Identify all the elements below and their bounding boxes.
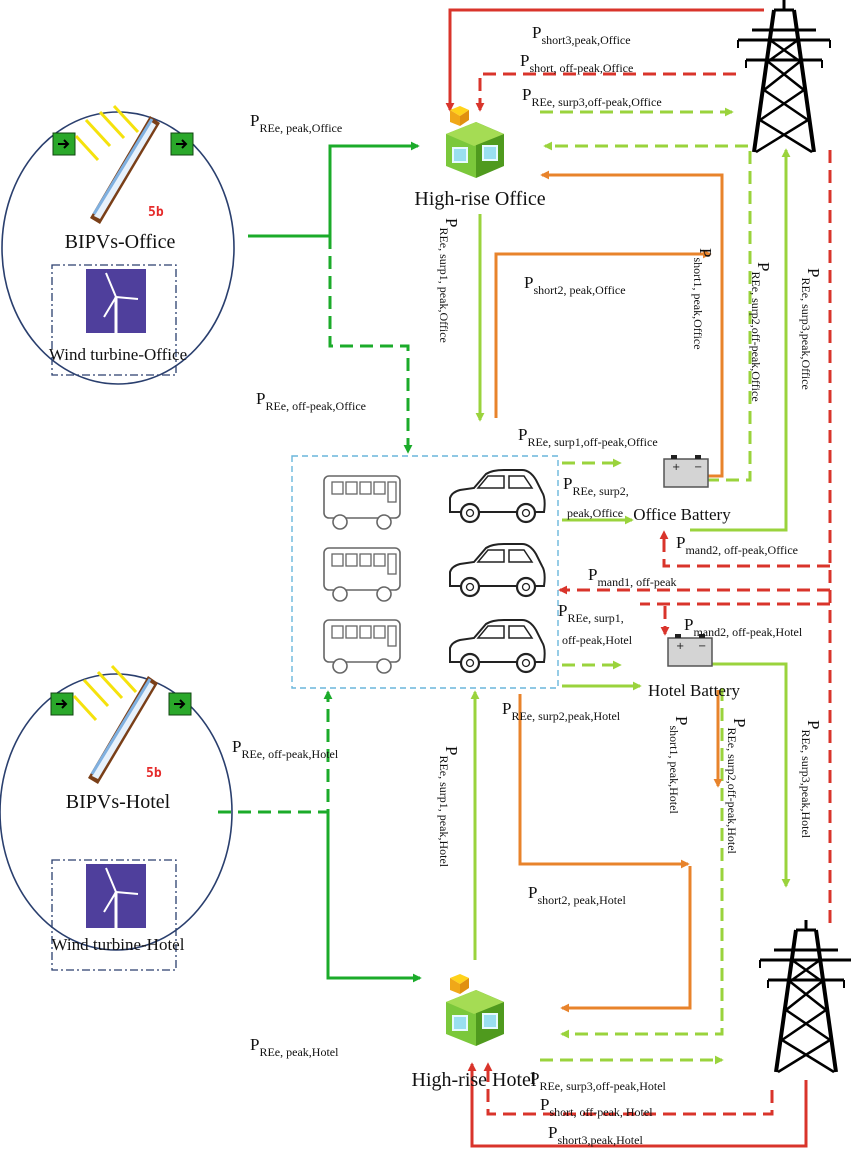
bipv-office-label: BIPVs-Office xyxy=(65,231,176,253)
flow-label-f02: Pshort, off-peak,Office xyxy=(520,51,633,75)
car-icon xyxy=(448,542,546,598)
pv-badge-label: 5b xyxy=(148,205,164,220)
transmission-tower-icon xyxy=(736,0,832,154)
flow-label-f10: PREe, off-peak,Office xyxy=(256,389,366,413)
flow-label-f23: Pshort2, peak,Hotel xyxy=(528,883,626,907)
bus-icon xyxy=(323,619,401,674)
flow-label-f21: PREe, off-peak,Hotel xyxy=(232,737,339,761)
node-icons xyxy=(49,0,851,1074)
pv-badge-label: 5b xyxy=(146,766,162,781)
flow-label-f01: Pshort3,peak,Office xyxy=(532,23,631,47)
hotel-pv-to-ev-edge xyxy=(218,690,333,814)
flow-label-f24: PREe, peak,Hotel xyxy=(250,1035,339,1059)
building-cube-icon xyxy=(445,105,505,179)
flow-label-f05: PREe, surp1, peak,Office xyxy=(437,218,461,343)
grid-short3-peak-hotel-edge xyxy=(467,1062,808,1148)
flow-label-f26: Pshort, off-peak, Hotel xyxy=(540,1095,653,1119)
wind-turbine-icon xyxy=(84,862,148,930)
wind-turbine-icon xyxy=(84,267,148,335)
building-cube-icon xyxy=(445,973,505,1047)
transmission-tower-icon xyxy=(758,918,851,1074)
flow-label-f12-line2: peak,Office xyxy=(567,506,623,520)
hotel-node-label: High-rise Hotel xyxy=(412,1069,537,1091)
flow-label-f15-line2: off-peak,Hotel xyxy=(562,633,633,647)
bus-icon xyxy=(323,547,401,602)
flow-edges xyxy=(0,8,832,1148)
hotel-battery-to-grid-edge xyxy=(694,662,791,888)
bus-icon xyxy=(323,475,401,530)
flow-label-f14: Pmand1, off-peak xyxy=(588,565,677,589)
battery-icon xyxy=(663,454,709,488)
flow-label-f13: Pmand2, off-peak,Office xyxy=(676,533,798,557)
wind-office-label: Wind turbine-Office xyxy=(49,345,187,364)
grid-short-offpeak-hotel-edge xyxy=(483,1062,774,1116)
grid-short-peak-hotel-edge xyxy=(560,866,692,1013)
flow-label-f12: PREe, surp2, xyxy=(563,474,629,498)
grid-short1-office-edge xyxy=(540,170,724,478)
flow-label-f04: PREe, peak,Office xyxy=(250,111,342,135)
office-node-label: High-rise Office xyxy=(414,188,545,210)
grid-short-offpeak-office-edge xyxy=(475,72,736,112)
office-pv-to-ev-edge xyxy=(328,236,413,454)
flow-label-f15: PREe, surp1, xyxy=(558,601,624,625)
hotel-pv-to-hotel-edge xyxy=(326,812,422,983)
office-battery-to-grid-edge xyxy=(690,148,791,532)
ev-fleet-frame xyxy=(291,455,559,689)
flow-label-f06: Pshort2, peak,Office xyxy=(524,273,626,297)
hotel-source-ellipse xyxy=(0,673,233,951)
flow-label-f11: PREe, surp1,off-peak,Office xyxy=(518,425,658,449)
flow-label-f03: PREe, surp3,off-peak,Office xyxy=(522,85,662,109)
flow-label-f08: PREe, surp2,off-peak,Office xyxy=(749,262,773,402)
office-battery-label: Office Battery xyxy=(633,505,731,524)
flow-label-f19: PREe, surp2,off-peak,Hotel xyxy=(725,718,749,855)
solar-panel-icon xyxy=(51,104,195,226)
wind-hotel-label: Wind turbine-Hotel xyxy=(52,935,185,954)
grid-short3-peak-office-edge xyxy=(445,8,764,112)
flow-label-f27: Pshort3,peak,Hotel xyxy=(548,1123,643,1147)
grid-short2-hotel-edge xyxy=(518,694,690,869)
bipv-hotel-label: BIPVs-Hotel xyxy=(66,791,171,813)
wind-hotel-frame xyxy=(51,859,177,971)
grid-mand2-office-edge xyxy=(659,530,830,568)
flow-label-f25: PREe, surp3,off-peak,Hotel xyxy=(530,1069,667,1093)
grid-short2-office-edge xyxy=(494,249,712,418)
hotel-battery-label: Hotel Battery xyxy=(648,681,741,700)
flow-label-f09: PREe, surp3,peak,Office xyxy=(799,268,823,390)
flow-label-f16: Pmand2, off-peak,Hotel xyxy=(684,615,803,639)
flow-label-f07: Pshort1, peak,Office xyxy=(691,248,715,350)
flow-label-f17: PREe, surp2,peak,Hotel xyxy=(502,699,621,723)
car-icon xyxy=(448,468,546,524)
car-icon xyxy=(448,618,546,674)
hotel-surp2-offpeak-edge xyxy=(560,688,724,1039)
flow-label-f22: PREe, surp1, peak,Hotel xyxy=(437,746,461,868)
wind-office-frame xyxy=(51,264,177,376)
flow-label-f20: PREe, surp3,peak,Hotel xyxy=(799,720,823,839)
flow-label-f18: Pshort1, peak,Hotel xyxy=(667,716,691,814)
office-pv-to-office-edge xyxy=(248,141,420,238)
office-surp2-offpeak-edge xyxy=(543,141,752,482)
